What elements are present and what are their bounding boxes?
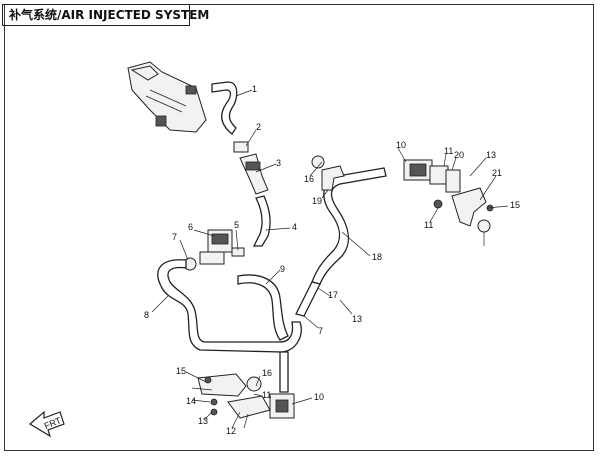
callout-19: 19 <box>312 196 322 206</box>
hose-9 <box>237 274 289 341</box>
callout-2: 2 <box>256 122 261 132</box>
hose-4 <box>252 195 271 247</box>
callout-17: 17 <box>328 290 338 300</box>
callout-3: 3 <box>276 158 281 168</box>
reed-valve-assembly-lower <box>197 351 295 419</box>
diagram-frame <box>4 4 594 451</box>
hose-17 <box>295 281 321 317</box>
callout-9: 9 <box>280 264 285 274</box>
filter-3 <box>239 153 269 195</box>
hose-8 <box>157 259 302 353</box>
callout-10b: 10 <box>314 392 324 402</box>
callout-16b: 16 <box>262 368 272 378</box>
hose-1 <box>211 81 238 135</box>
callout-15b: 15 <box>176 366 186 376</box>
diagram-title: 补气系统/AIR INJECTED SYSTEM <box>2 4 209 26</box>
callout-20: 20 <box>454 150 464 160</box>
callout-12: 12 <box>226 426 236 436</box>
air-valve-6 <box>199 229 245 265</box>
callout-13a: 13 <box>486 150 496 160</box>
callout-18: 18 <box>372 252 382 262</box>
air-silencer-box <box>127 61 207 133</box>
callout-13c: 13 <box>198 416 208 426</box>
callout-21: 21 <box>492 168 502 178</box>
bracket-19 <box>311 155 345 191</box>
callout-7b: 7 <box>318 326 323 336</box>
callout-1: 1 <box>252 84 257 94</box>
callout-10a: 10 <box>396 140 406 150</box>
callout-11c: 11 <box>262 390 271 400</box>
callout-4: 4 <box>292 222 297 232</box>
callout-13b: 13 <box>352 314 362 324</box>
callout-5: 5 <box>234 220 239 230</box>
callout-11a: 11 <box>444 146 453 156</box>
callout-7a: 7 <box>172 232 177 242</box>
callout-16a: 16 <box>304 174 314 184</box>
leader-lines <box>151 89 509 429</box>
callout-14: 14 <box>186 396 196 406</box>
callout-labels: 1 2 3 4 5 6 7 7 8 9 10 10 11 11 11 12 13… <box>144 84 520 436</box>
callout-6: 6 <box>188 222 193 232</box>
reed-valve-assembly-upper <box>403 159 494 233</box>
callout-8: 8 <box>144 310 149 320</box>
callout-15a: 15 <box>510 200 520 210</box>
clamp-2 <box>233 141 249 153</box>
front-direction-arrow: FRT <box>28 410 65 438</box>
callout-11b: 11 <box>424 220 433 230</box>
